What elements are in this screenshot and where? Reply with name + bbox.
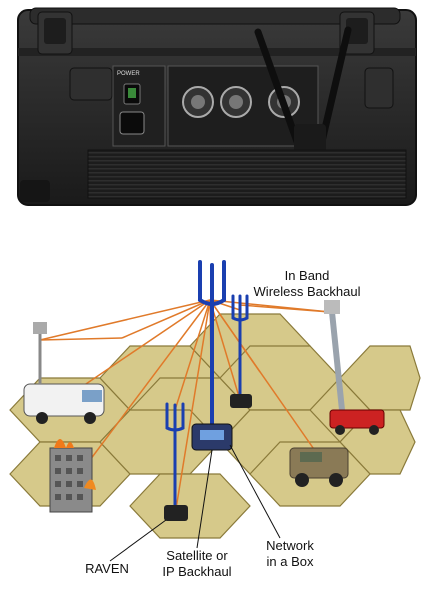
tower-left — [165, 402, 185, 514]
raven-box — [230, 394, 252, 408]
tower-right — [231, 294, 249, 402]
rugged-case — [17, 7, 417, 206]
power-switch-icon — [123, 83, 141, 105]
connector-icon — [220, 86, 252, 118]
backhaul-label: In Band Wireless Backhaul — [247, 268, 367, 300]
power-panel — [112, 65, 166, 147]
network-line-2: in a Box — [266, 554, 314, 569]
ladder-truck — [324, 300, 385, 435]
network-line-1: Network — [266, 538, 314, 553]
raven-label: RAVEN — [85, 561, 129, 576]
label-callouts — [109, 444, 281, 562]
raven-box — [164, 505, 188, 521]
network-box — [191, 423, 233, 451]
vent-grill — [87, 149, 407, 199]
military-vehicle — [289, 447, 349, 487]
latch-left-icon — [37, 11, 73, 55]
news-van — [23, 322, 105, 424]
backhaul-line-2: Wireless Backhaul — [253, 284, 361, 299]
satellite-line-1: Satellite or — [166, 548, 228, 563]
satellite-label: Satellite or IP Backhaul — [152, 548, 242, 580]
power-label: POWER — [117, 71, 140, 77]
central-tower — [198, 260, 226, 434]
satellite-line-2: IP Backhaul — [162, 564, 232, 579]
antenna-icon — [254, 26, 352, 156]
burning-building — [49, 439, 96, 513]
connector-icon — [182, 86, 214, 118]
network-box-label: Network in a Box — [250, 538, 330, 570]
latch-right-icon — [339, 11, 375, 55]
backhaul-line-1: In Band — [284, 268, 330, 283]
